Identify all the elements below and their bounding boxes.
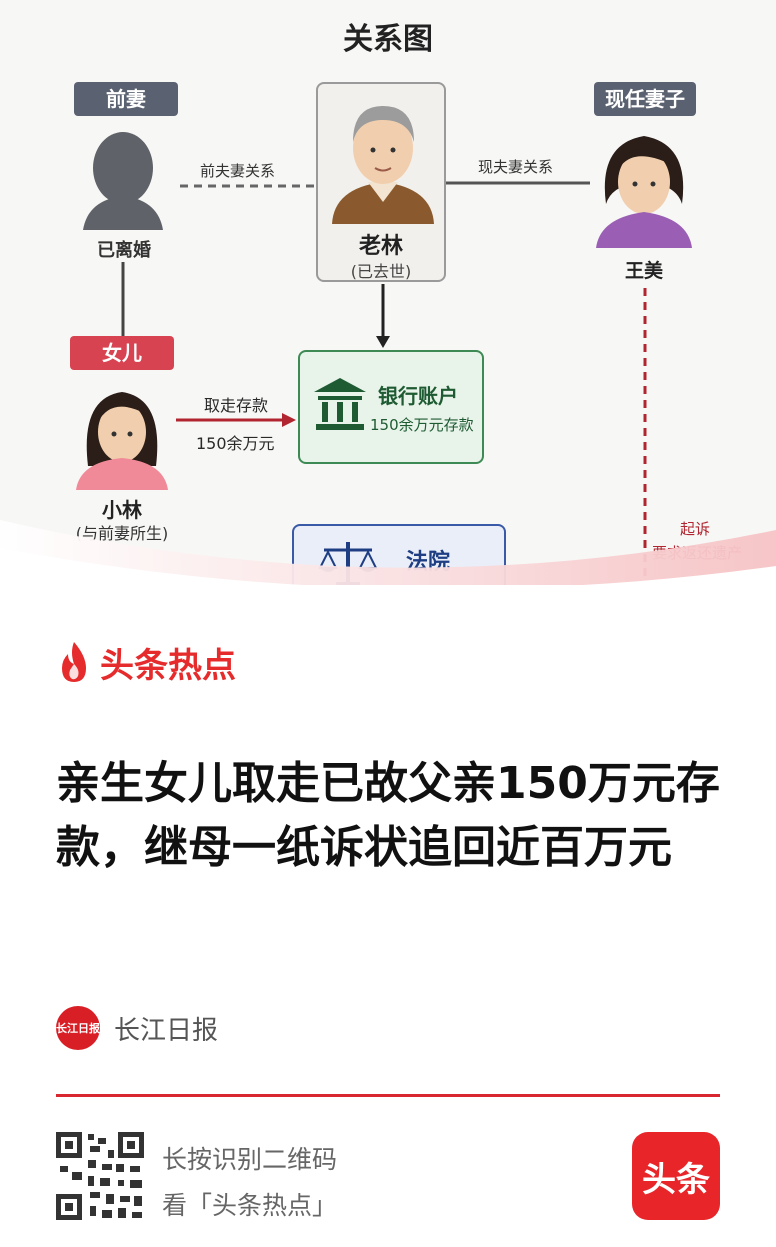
brand-header[interactable]: 头条热点 [56,640,236,686]
qr-hint-line2: 看「头条热点」 [162,1191,338,1220]
lawsuit-label-1: 起诉 [680,520,711,538]
diagram-connectors [121,181,647,600]
ex-wife-avatar-icon [83,132,163,230]
flame-icon [62,642,86,682]
qr-hint-line1: 长按识别二维码 [162,1145,338,1174]
current-wife-name: 王美 [624,260,663,282]
divider [56,1094,720,1097]
daughter-avatar-icon [76,392,168,490]
source-name: 长江日报 [114,1015,219,1046]
ex-wife-status: 已离婚 [97,240,151,261]
relationship-diagram: 关系图 前妻 已离婚 前夫妻关系 现夫妻关系 老林 (已去世) 现任妻子 [0,0,776,604]
bank-card: 银行账户 150余万元存款 [298,350,484,464]
bank-title: 银行账户 [378,384,458,408]
source-row[interactable]: 长江日报 长江日报 [56,1006,218,1050]
source-logo: 长江日报 [56,1006,100,1050]
withdraw-label-2: 150余万元 [196,434,275,453]
daughter-tag: 女儿 [70,336,174,370]
ex-relation-label: 前夫妻关系 [200,162,276,180]
ex-wife-tag: 前妻 [74,82,178,116]
elder-name: 老林 [358,234,403,259]
qr-code-icon[interactable] [54,1130,146,1222]
bank-subtitle: 150余万元存款 [370,416,474,434]
daughter-note: (与前妻所生) [75,524,169,543]
daughter-name: 小林 [102,498,142,522]
elder-status: (已去世) [350,262,412,281]
current-wife-avatar-icon [596,136,692,248]
elder-avatar-icon [332,106,434,224]
diagram-title: 关系图 [343,22,433,57]
toutiao-app-icon[interactable]: 头条 [632,1132,720,1220]
current-relation-label: 现夫妻关系 [478,158,554,176]
current-wife-tag: 现任妻子 [594,82,696,116]
withdraw-label-1: 取走存款 [204,396,269,415]
article-headline[interactable]: 亲生女儿取走已故父亲150万元存款，继母一纸诉状追回近百万元 [56,758,720,873]
bank-icon [314,378,366,430]
elder-card: 老林 (已去世) [316,82,446,282]
brand-name: 头条热点 [100,645,236,686]
